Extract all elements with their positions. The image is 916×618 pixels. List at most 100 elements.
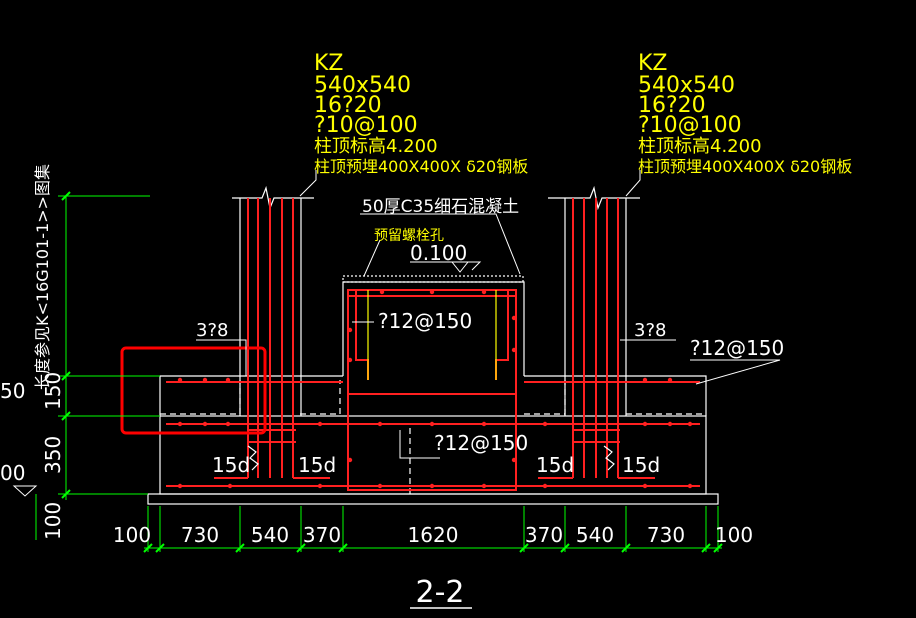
left-dim-00: 00 xyxy=(0,461,25,485)
tick xyxy=(143,543,153,553)
vertical-dim-text: 150 350 100 长度参见K<16G101-1>>图集 xyxy=(33,164,65,540)
hdim-0: 100 xyxy=(113,523,151,547)
tick xyxy=(61,411,71,421)
rebar-dot xyxy=(542,483,548,489)
tick xyxy=(519,543,529,553)
hdim-7: 730 xyxy=(647,523,685,547)
tick xyxy=(296,543,306,553)
rebar-dot xyxy=(225,421,231,427)
tick xyxy=(713,543,723,553)
dimension-ticks xyxy=(61,191,723,553)
rebar-dot xyxy=(687,483,693,489)
column-left-annotation: KZ 540x540 16?20 ?10@100 柱顶标高4.200 柱顶预埋4… xyxy=(314,51,528,176)
tick xyxy=(621,543,631,553)
col-left-line-0: KZ xyxy=(314,51,344,76)
highlight-box xyxy=(120,346,267,435)
stirrup-right-label: 3?8 xyxy=(634,320,666,341)
break-mark xyxy=(603,445,615,471)
hdim-4: 1620 xyxy=(408,523,459,547)
anchor-label-3: 15d xyxy=(536,453,574,477)
rebar-dot xyxy=(225,377,231,383)
leader-col-left xyxy=(299,170,317,197)
col-right-line-4: 柱顶标高4.200 xyxy=(638,136,762,157)
col-right-line-3: ?10@100 xyxy=(638,113,742,138)
leader-col-right xyxy=(625,170,641,197)
foundation-body xyxy=(159,415,707,495)
dashed-haunch-1 xyxy=(160,380,241,415)
rebar-dot xyxy=(202,421,208,427)
leader-38-left xyxy=(196,339,247,376)
rebar-dot xyxy=(317,483,323,489)
break-marks xyxy=(247,445,615,471)
vdim-100: 100 xyxy=(41,502,65,540)
elevation-marker-icon xyxy=(450,261,470,273)
col-right-line-1: 540x540 xyxy=(638,73,735,98)
rebar-dot xyxy=(667,421,673,427)
rebar-dot xyxy=(481,483,487,489)
leader-elev xyxy=(410,261,482,271)
rebar-dot xyxy=(667,377,673,383)
anchor-label-1: 15d xyxy=(212,453,250,477)
leader-lines xyxy=(196,170,781,459)
column-right-annotation: KZ 540x540 16?20 ?10@100 柱顶标高4.200 柱顶预埋4… xyxy=(638,51,852,176)
rebar-dot xyxy=(202,377,208,383)
pedestal-hook xyxy=(355,290,369,380)
bolt-hole-label: 预留螺栓孔 xyxy=(374,228,444,244)
rebar-dots xyxy=(177,289,693,489)
hdim-5: 370 xyxy=(525,523,563,547)
left-dim-50: 50 xyxy=(0,379,25,403)
rebar-dot xyxy=(429,421,435,427)
hdim-8: 100 xyxy=(715,523,753,547)
left-level-marker-icon xyxy=(12,485,38,497)
tick xyxy=(61,489,71,499)
rebar-dot xyxy=(227,483,233,489)
rebar-dot xyxy=(642,377,648,383)
rebar-dot xyxy=(177,377,183,383)
topping-slab xyxy=(342,275,524,283)
anchor-label-2: 15d xyxy=(298,453,336,477)
column-left-break xyxy=(232,185,314,211)
rebar-dot xyxy=(377,483,383,489)
leader-bolt xyxy=(363,239,381,277)
vdim-150: 150 xyxy=(41,372,65,410)
rebar-bottom-label: ?12@150 xyxy=(434,431,528,455)
stirrup-left-label: 3?8 xyxy=(196,320,228,341)
white-annotations: 50厚C35细石混凝土 0.100 3?8 3?8 ?12@150 ?12@15… xyxy=(0,197,784,485)
rebar-dot xyxy=(429,483,435,489)
tick xyxy=(61,191,71,201)
horizontal-dim-text: 100 730 540 370 1620 370 540 730 100 xyxy=(113,523,753,547)
vdim-350: 350 xyxy=(41,436,65,474)
col-left-line-3: ?10@100 xyxy=(314,113,418,138)
yellow-annotations: 预留螺栓孔 xyxy=(374,228,444,244)
rebar-dot xyxy=(511,457,517,463)
rebar-group xyxy=(166,198,700,491)
rebar-dot xyxy=(377,421,383,427)
hdim-6: 540 xyxy=(576,523,614,547)
rebar-dot xyxy=(347,327,353,333)
tick xyxy=(61,371,71,381)
blinding-layer xyxy=(147,493,719,505)
topping-label: 50厚C35细石混凝土 xyxy=(362,197,519,217)
col-left-line-2: 16?20 xyxy=(314,93,382,118)
pedestal-box xyxy=(342,281,525,376)
dashed-haunch-3 xyxy=(524,380,566,415)
col-right-line-0: KZ xyxy=(638,51,668,76)
rebar-inner-label: ?12@150 xyxy=(378,309,472,333)
anchor-label-4: 15d xyxy=(622,453,660,477)
rebar-dot xyxy=(177,421,183,427)
rebar-dot xyxy=(429,289,435,295)
hdim-3: 370 xyxy=(303,523,341,547)
section-title: 2-2 xyxy=(416,575,465,610)
rebar-dot xyxy=(642,421,648,427)
vertical-note: 长度参见K<16G101-1>>图集 xyxy=(33,164,52,390)
col-left-line-4: 柱顶标高4.200 xyxy=(314,136,438,157)
pedestal-hook xyxy=(495,290,509,380)
hdim-1: 730 xyxy=(181,523,219,547)
tick xyxy=(235,543,245,553)
rebar-dot xyxy=(481,421,487,427)
tick xyxy=(338,543,348,553)
rebar-dot xyxy=(481,289,487,295)
col-right-line-5: 柱顶预埋400X400X δ20钢板 xyxy=(638,157,852,176)
tick xyxy=(560,543,570,553)
